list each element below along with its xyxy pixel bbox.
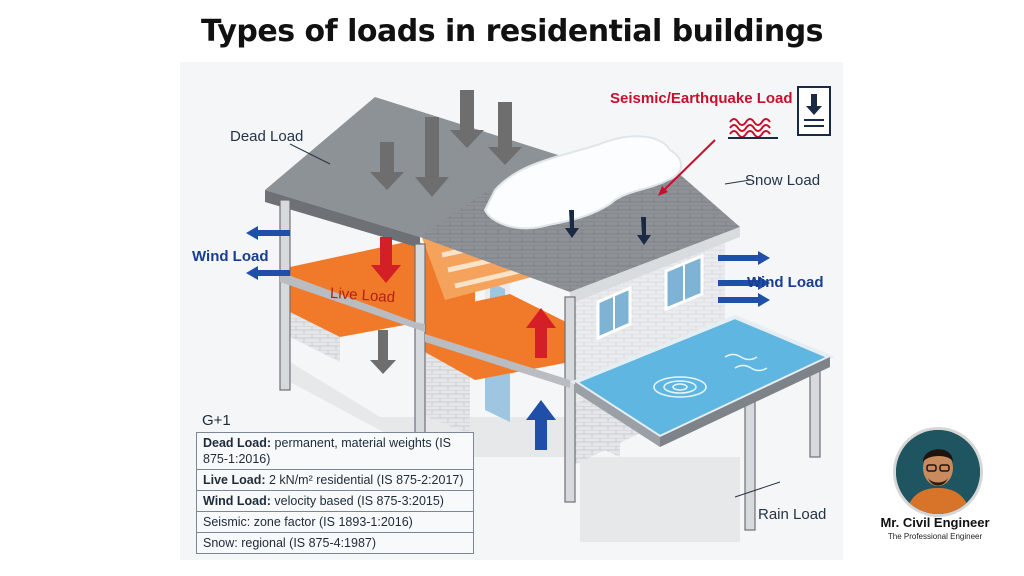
house-windows	[596, 253, 704, 341]
dead-load-arrows	[370, 90, 522, 374]
wind-load-arrows	[246, 226, 770, 307]
note-row: Snow: regional (IS 875-4:1987)	[203, 536, 377, 550]
brand-tagline: The Professional Engineer	[887, 532, 983, 541]
live-load-arrows	[371, 237, 556, 358]
load-sign-icon	[797, 86, 831, 136]
note-row: Dead Load: permanent, material weights (…	[197, 433, 473, 470]
notes-heading: G+1	[202, 412, 231, 429]
leader-lines	[289, 143, 781, 498]
avatar	[893, 427, 983, 517]
dead-load-label: Dead Load	[230, 128, 304, 145]
rain-load-label: Rain Load	[758, 506, 827, 523]
building-illustration	[246, 86, 835, 542]
wind-load-label-left: Wind Load	[192, 248, 269, 265]
note-row: Wind Load: velocity based (IS 875-3:2015…	[197, 491, 473, 512]
columns	[279, 199, 821, 531]
page-title: Types of loads in residential buildings	[200, 14, 824, 49]
water-ripple-icon	[653, 353, 768, 398]
snow-load-arrows	[565, 210, 651, 245]
seismic-load-label: Seismic/Earthquake Load	[610, 90, 793, 107]
snow-cover	[483, 135, 682, 230]
note-row: Live Load: 2 kN/m² residential (IS 875-2…	[197, 470, 473, 491]
notes-table: Dead Load: permanent, material weights (…	[196, 432, 474, 554]
ground-floor	[290, 362, 740, 542]
seismic-ground-icon	[728, 118, 778, 139]
uplift-arrow	[526, 400, 556, 450]
diagram-panel: Dead Load Wind Load Live Load Seismic/Ea…	[180, 62, 843, 560]
wind-load-label-right: Wind Load	[747, 274, 824, 291]
seismic-pointer	[661, 139, 716, 193]
note-row: Seismic: zone factor (IS 1893-1:2016)	[197, 512, 473, 533]
snow-load-label: Snow Load	[745, 172, 821, 189]
floor-slab-middle	[425, 294, 570, 380]
brand-name: Mr. Civil Engineer	[880, 515, 990, 530]
